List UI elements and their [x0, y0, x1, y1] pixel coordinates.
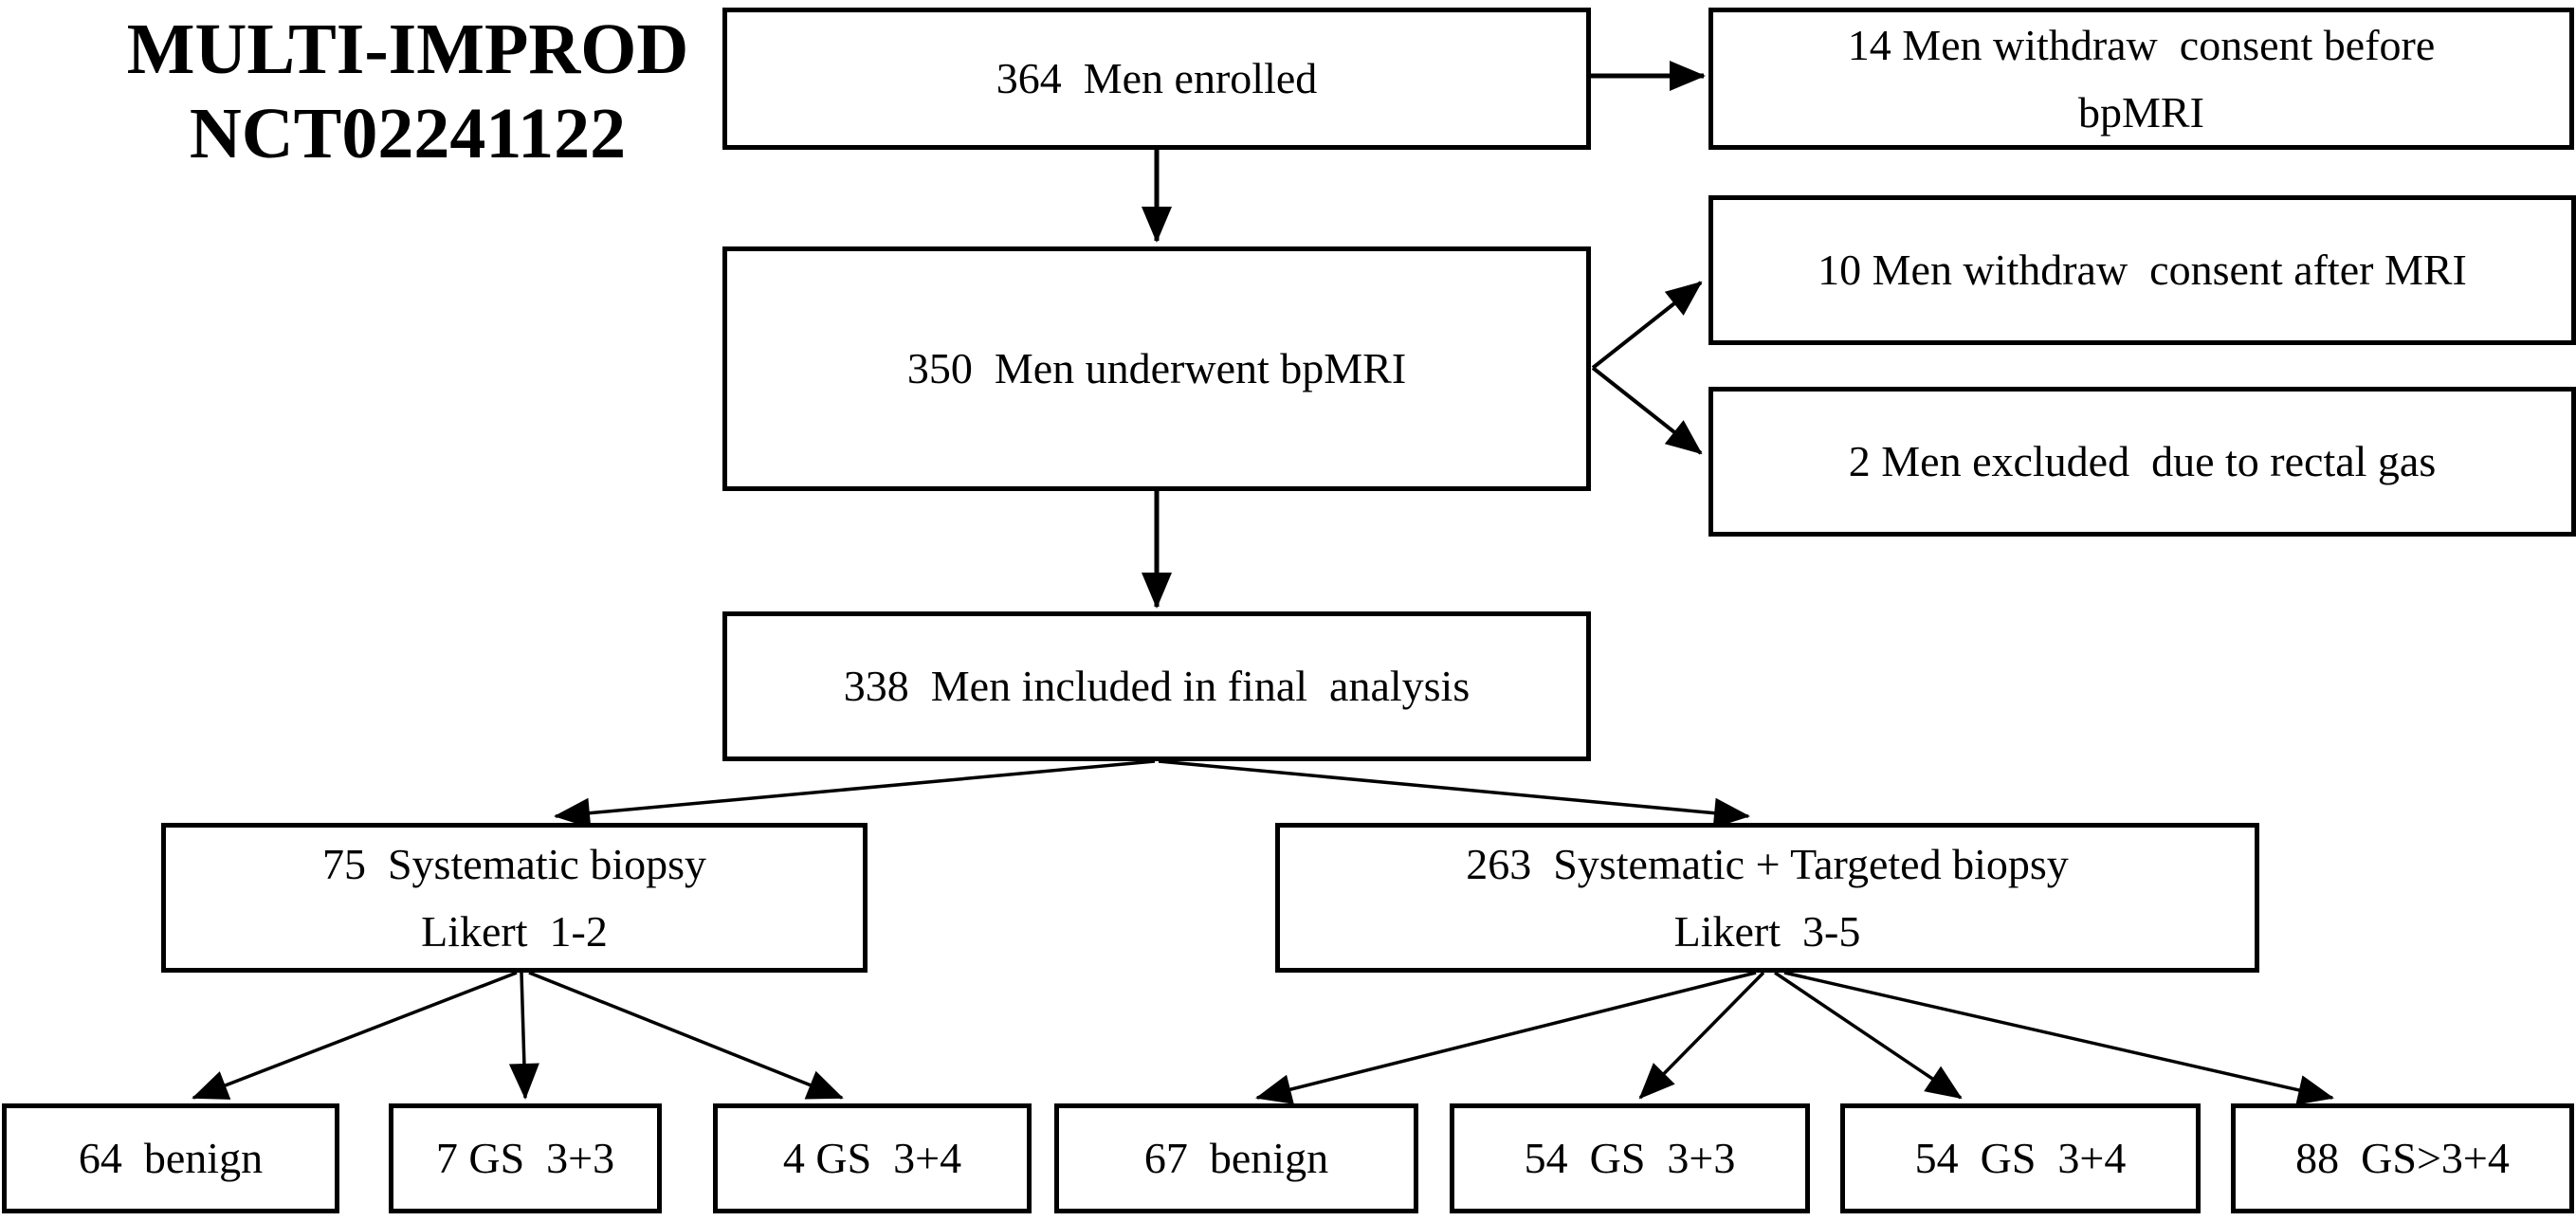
- node-label: 4 GS 3+4: [782, 1134, 962, 1183]
- node-label: 263 Systematic + Targeted biopsy Likert …: [1466, 839, 2069, 956]
- node-outcome-tar-gs-3-3: 54 GS 3+3: [1450, 1103, 1810, 1213]
- node-label: 54 GS 3+3: [1524, 1134, 1736, 1183]
- node-enrolled: 364 Men enrolled: [722, 8, 1591, 150]
- node-label: 7 GS 3+3: [435, 1134, 615, 1183]
- node-label: 350 Men underwent bpMRI: [906, 344, 1407, 393]
- node-outcome-sys-gs-3-4: 4 GS 3+4: [713, 1103, 1032, 1213]
- node-systematic-biopsy: 75 Systematic biopsy Likert 1-2: [161, 823, 868, 973]
- node-systematic-targeted-biopsy: 263 Systematic + Targeted biopsy Likert …: [1275, 823, 2259, 973]
- node-label: 338 Men included in final analysis: [843, 662, 1471, 711]
- node-label: 88 GS>3+4: [2295, 1134, 2510, 1183]
- node-outcome-sys-benign: 64 benign: [2, 1103, 339, 1213]
- node-label: 364 Men enrolled: [996, 54, 1318, 103]
- node-label: 14 Men withdraw consent before bpMRI: [1847, 20, 2436, 137]
- node-withdraw-after-mri: 10 Men withdraw consent after MRI: [1708, 195, 2576, 345]
- node-final-analysis: 338 Men included in final analysis: [722, 611, 1591, 761]
- node-excluded-rectal-gas: 2 Men excluded due to rectal gas: [1708, 387, 2576, 537]
- node-outcome-tar-benign: 67 benign: [1054, 1103, 1418, 1213]
- node-withdraw-before-bpmri: 14 Men withdraw consent before bpMRI: [1708, 8, 2574, 150]
- node-outcome-tar-gs-3-4: 54 GS 3+4: [1840, 1103, 2201, 1213]
- node-outcome-sys-gs-3-3: 7 GS 3+3: [389, 1103, 662, 1213]
- node-label: 75 Systematic biopsy Likert 1-2: [321, 839, 707, 956]
- node-label: 64 benign: [78, 1134, 264, 1183]
- node-label: 10 Men withdraw consent after MRI: [1818, 246, 2467, 295]
- study-title: MULTI-IMPROD NCT02241122: [126, 9, 689, 173]
- node-label: 67 benign: [1143, 1134, 1329, 1183]
- node-underwent-bpmri: 350 Men underwent bpMRI: [722, 246, 1591, 491]
- node-label: 54 GS 3+4: [1914, 1134, 2127, 1183]
- node-outcome-tar-gs-gt-3-4: 88 GS>3+4: [2231, 1103, 2574, 1213]
- node-label: 2 Men excluded due to rectal gas: [1848, 437, 2437, 486]
